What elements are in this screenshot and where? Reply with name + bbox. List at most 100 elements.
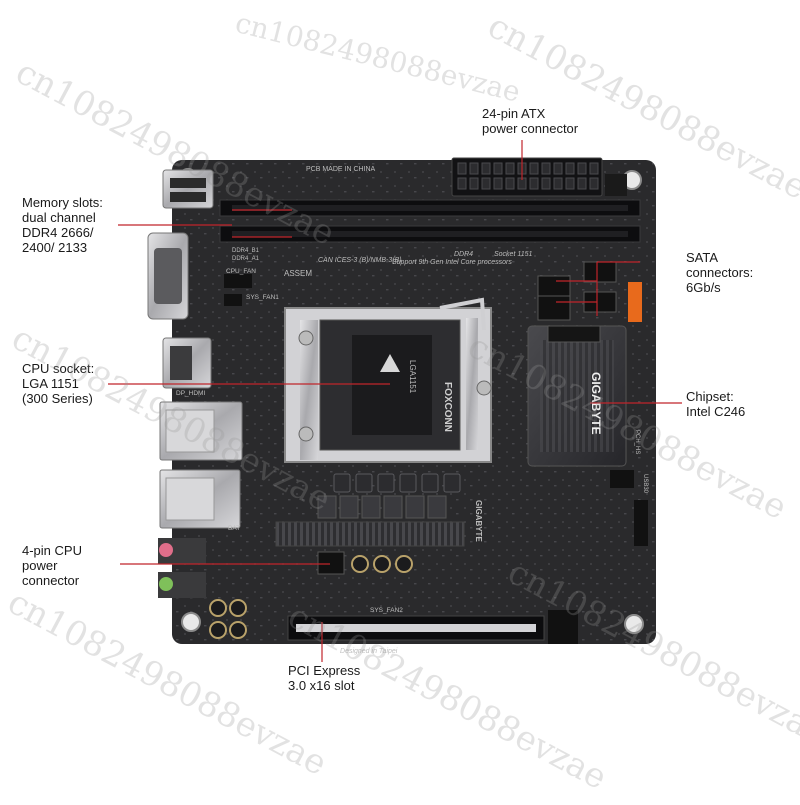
callout-chipset-line-2: Intel C246 xyxy=(686,404,746,419)
callout-sata-line-1: SATA xyxy=(686,250,719,265)
sata-connector-2 xyxy=(537,295,571,321)
atx-pin xyxy=(469,177,479,190)
silk-designed: Designed in Taipei xyxy=(340,648,398,655)
silk-ddr4-b1: DDR4_B1 xyxy=(232,248,260,254)
callout-sata: SATA connectors: 6Gb/s xyxy=(686,250,753,295)
sata-connector-3 xyxy=(583,261,617,283)
silk-sys-fan2: SYS_FAN2 xyxy=(370,607,403,614)
capacitor xyxy=(209,621,227,639)
capacitor xyxy=(209,599,227,617)
callout-sata-line-2: connectors: xyxy=(686,265,754,280)
atx-pin xyxy=(541,162,551,175)
silk-assem: ASSEM xyxy=(284,269,312,278)
atx-pin xyxy=(505,162,515,175)
callout-cpu-power-line-3: connector xyxy=(22,573,80,588)
callout-cpu-power-line-2: power xyxy=(22,558,58,573)
atx-pin xyxy=(457,162,467,175)
silk-bat: BAT xyxy=(228,525,240,532)
atx-pin xyxy=(553,162,563,175)
vrm-choke xyxy=(421,473,439,493)
vrm-mosfet xyxy=(339,495,359,519)
silk-dp-hdmi: DP_HDMI xyxy=(176,390,205,397)
usb30-header xyxy=(610,470,634,488)
vrm-mosfet xyxy=(317,495,337,519)
atx-pin xyxy=(589,162,599,175)
vrm-choke xyxy=(377,473,395,493)
callout-memory-line-3: DDR4 2666/ xyxy=(22,225,94,240)
callout-atx: 24-pin ATX power connector xyxy=(482,106,578,136)
vrm-mosfet xyxy=(383,495,403,519)
callout-pcie-line-1: PCI Express xyxy=(288,663,361,678)
silk-pcb-made-in: PCB MADE IN CHINA xyxy=(306,166,376,173)
capacitor xyxy=(373,555,391,573)
callout-chipset: Chipset: Intel C246 xyxy=(686,389,745,419)
callout-memory-line-2: dual channel xyxy=(22,210,96,225)
foxconn-label: FOXCONN xyxy=(442,382,453,432)
silk-ddr4: DDR4 xyxy=(454,251,473,258)
callout-sata-line-3: 6Gb/s xyxy=(686,280,721,295)
cpu-4pin-connector xyxy=(317,551,345,575)
atx-pin xyxy=(529,162,539,175)
silk-pch-hs: PCH_HS xyxy=(634,430,640,454)
capacitor xyxy=(229,621,247,639)
atx-pin xyxy=(565,162,575,175)
cpu-text: LGA1151 xyxy=(408,360,417,394)
callout-pcie-line-2: 3.0 x16 slot xyxy=(288,678,355,693)
atx-pin xyxy=(505,177,515,190)
capacitor xyxy=(395,555,413,573)
leader-lines xyxy=(108,140,682,662)
vrm-mosfet xyxy=(361,495,381,519)
sys-fan1-header xyxy=(224,294,242,306)
silk-socket: Socket 1151 xyxy=(494,251,533,258)
vrm-mosfet xyxy=(427,495,447,519)
silk-support: Support 9th Gen Intel Core processors xyxy=(392,259,512,266)
atx-pin xyxy=(481,162,491,175)
callout-cpu-socket: CPU socket: LGA 1151 (300 Series) xyxy=(22,361,94,406)
callout-atx-line-2: power connector xyxy=(482,121,579,136)
atx-pin xyxy=(589,177,599,190)
callout-cpu-power-line-1: 4-pin CPU xyxy=(22,543,82,558)
vrm-choke xyxy=(399,473,417,493)
silk-usb30: USB30 xyxy=(642,474,648,494)
callout-atx-line-1: 24-pin ATX xyxy=(482,106,546,121)
callout-cpu-socket-line-3: (300 Series) xyxy=(22,391,93,406)
sata-power-orange xyxy=(628,282,642,322)
silk-cert: CAN ICES-3 (B)/NMB-3(B) xyxy=(318,257,402,264)
callout-cpu-socket-line-2: LGA 1151 xyxy=(22,376,79,391)
vrm-heatsink xyxy=(275,521,465,547)
atx-pin xyxy=(577,177,587,190)
atx-pin xyxy=(457,177,467,190)
silk-board-brand: GIGABYTE xyxy=(474,500,483,542)
atx-pin xyxy=(577,162,587,175)
callout-memory: Memory slots: dual channel DDR4 2666/ 24… xyxy=(22,195,103,255)
callout-cpu-power: 4-pin CPU power connector xyxy=(22,543,82,588)
vrm-choke xyxy=(355,473,373,493)
callout-memory-line-1: Memory slots: xyxy=(22,195,103,210)
silk-cpu-fan: CPU_FAN xyxy=(226,268,256,275)
silk-ddr4-a1: DDR4_A1 xyxy=(232,256,260,262)
atx-pin xyxy=(565,177,575,190)
cpu-fan-header xyxy=(224,274,252,288)
m2-slot xyxy=(547,325,601,343)
atx-pin xyxy=(493,177,503,190)
capacitor xyxy=(229,599,247,617)
silk-sys-fan1: SYS_FAN1 xyxy=(246,294,279,301)
callout-cpu-socket-line-1: CPU socket: xyxy=(22,361,95,376)
capacitor xyxy=(351,555,369,573)
mount-hole xyxy=(624,614,644,634)
front-usb-header xyxy=(634,500,648,546)
usb-port-top xyxy=(162,169,214,209)
atx-pin xyxy=(469,162,479,175)
atx-pin xyxy=(541,177,551,190)
atx-pin xyxy=(553,177,563,190)
atx-pin xyxy=(481,177,491,190)
vrm-choke xyxy=(443,473,461,493)
callout-chipset-line-1: Chipset: xyxy=(686,389,734,404)
mount-hole xyxy=(181,612,201,632)
atx-pin xyxy=(529,177,539,190)
vrm-choke xyxy=(333,473,351,493)
callout-memory-line-4: 2400/ 2133 xyxy=(22,240,88,255)
callout-pcie: PCI Express 3.0 x16 slot xyxy=(288,663,360,693)
